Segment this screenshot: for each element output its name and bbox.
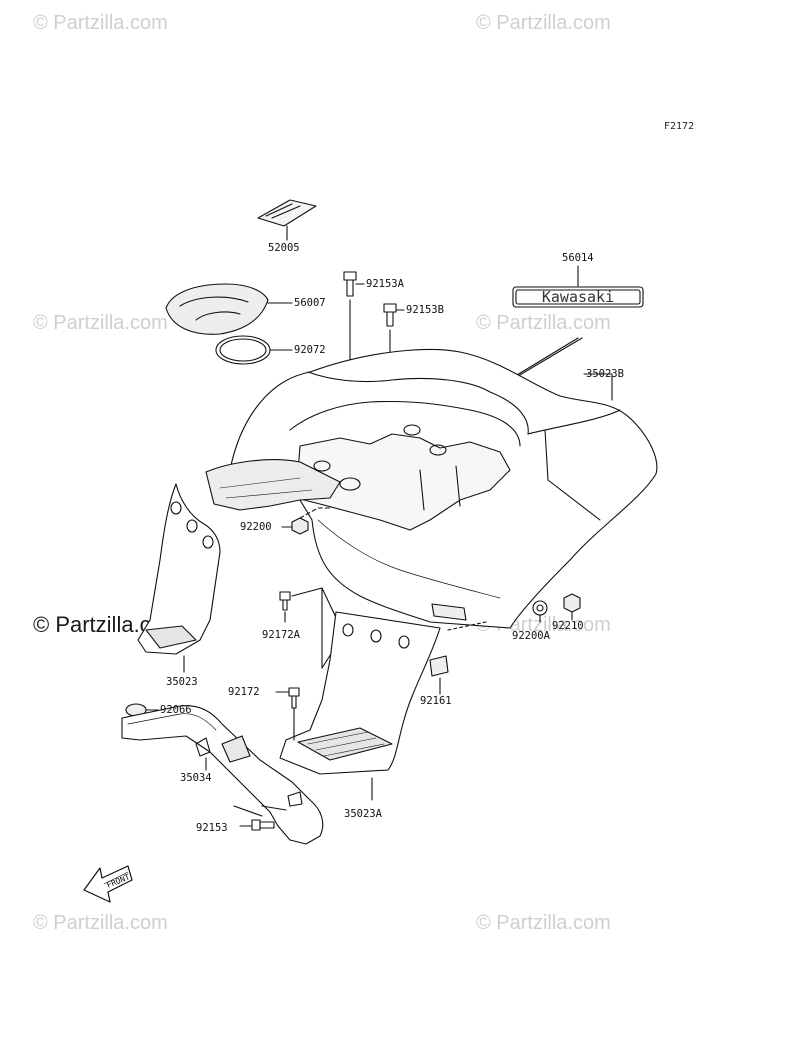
watermark: © Partzilla.com bbox=[33, 12, 168, 34]
part-label-92153A[interactable]: 92153A bbox=[366, 278, 404, 290]
part-35023A-drawing bbox=[279, 611, 441, 801]
part-label-35023[interactable]: 35023 bbox=[166, 676, 198, 688]
part-56007-drawing bbox=[165, 283, 293, 335]
part-label-92153B[interactable]: 92153B bbox=[406, 304, 444, 316]
front-direction-arrow bbox=[83, 865, 133, 903]
part-92153-drawing bbox=[233, 805, 287, 831]
emblem-text: Kawasaki bbox=[542, 288, 614, 306]
part-label-92161[interactable]: 92161 bbox=[420, 695, 452, 707]
part-35034-drawing bbox=[121, 705, 324, 845]
watermark: © Partzilla.com bbox=[476, 12, 611, 34]
part-92161-drawing bbox=[429, 655, 449, 695]
part-label-56007[interactable]: 56007 bbox=[294, 297, 326, 309]
watermark: © Partzilla.com bbox=[476, 312, 611, 334]
part-label-35023A[interactable]: 35023A bbox=[344, 808, 382, 820]
part-52005-drawing bbox=[257, 199, 317, 241]
part-label-92172[interactable]: 92172 bbox=[228, 686, 260, 698]
part-92200A-drawing bbox=[447, 600, 548, 631]
watermark: © Partzilla.com bbox=[33, 312, 168, 334]
part-56014-drawing bbox=[507, 265, 644, 383]
part-92210-drawing bbox=[563, 593, 581, 621]
reference-code: F2172 bbox=[664, 121, 695, 132]
part-label-92200A[interactable]: 92200A bbox=[512, 630, 550, 642]
part-label-35034[interactable]: 35034 bbox=[180, 772, 212, 784]
part-92072-drawing bbox=[215, 335, 293, 365]
part-label-92072[interactable]: 92072 bbox=[294, 344, 326, 356]
part-label-92172A[interactable]: 92172A bbox=[262, 629, 300, 641]
part-label-92153[interactable]: 92153 bbox=[196, 822, 228, 834]
part-label-56014[interactable]: 56014 bbox=[562, 252, 594, 264]
part-label-35023B[interactable]: 35023B bbox=[586, 368, 624, 380]
part-35023B-drawing bbox=[205, 348, 658, 629]
watermark: © Partzilla.com bbox=[476, 912, 611, 934]
part-label-92200[interactable]: 92200 bbox=[240, 521, 272, 533]
part-92172-drawing bbox=[275, 687, 300, 741]
part-label-92210[interactable]: 92210 bbox=[552, 620, 584, 632]
part-35023-drawing bbox=[137, 483, 221, 673]
part-92200-drawing bbox=[281, 507, 331, 535]
part-label-52005[interactable]: 52005 bbox=[268, 242, 300, 254]
watermark: © Partzilla.com bbox=[33, 912, 168, 934]
part-label-92066[interactable]: 92066 bbox=[160, 704, 192, 716]
